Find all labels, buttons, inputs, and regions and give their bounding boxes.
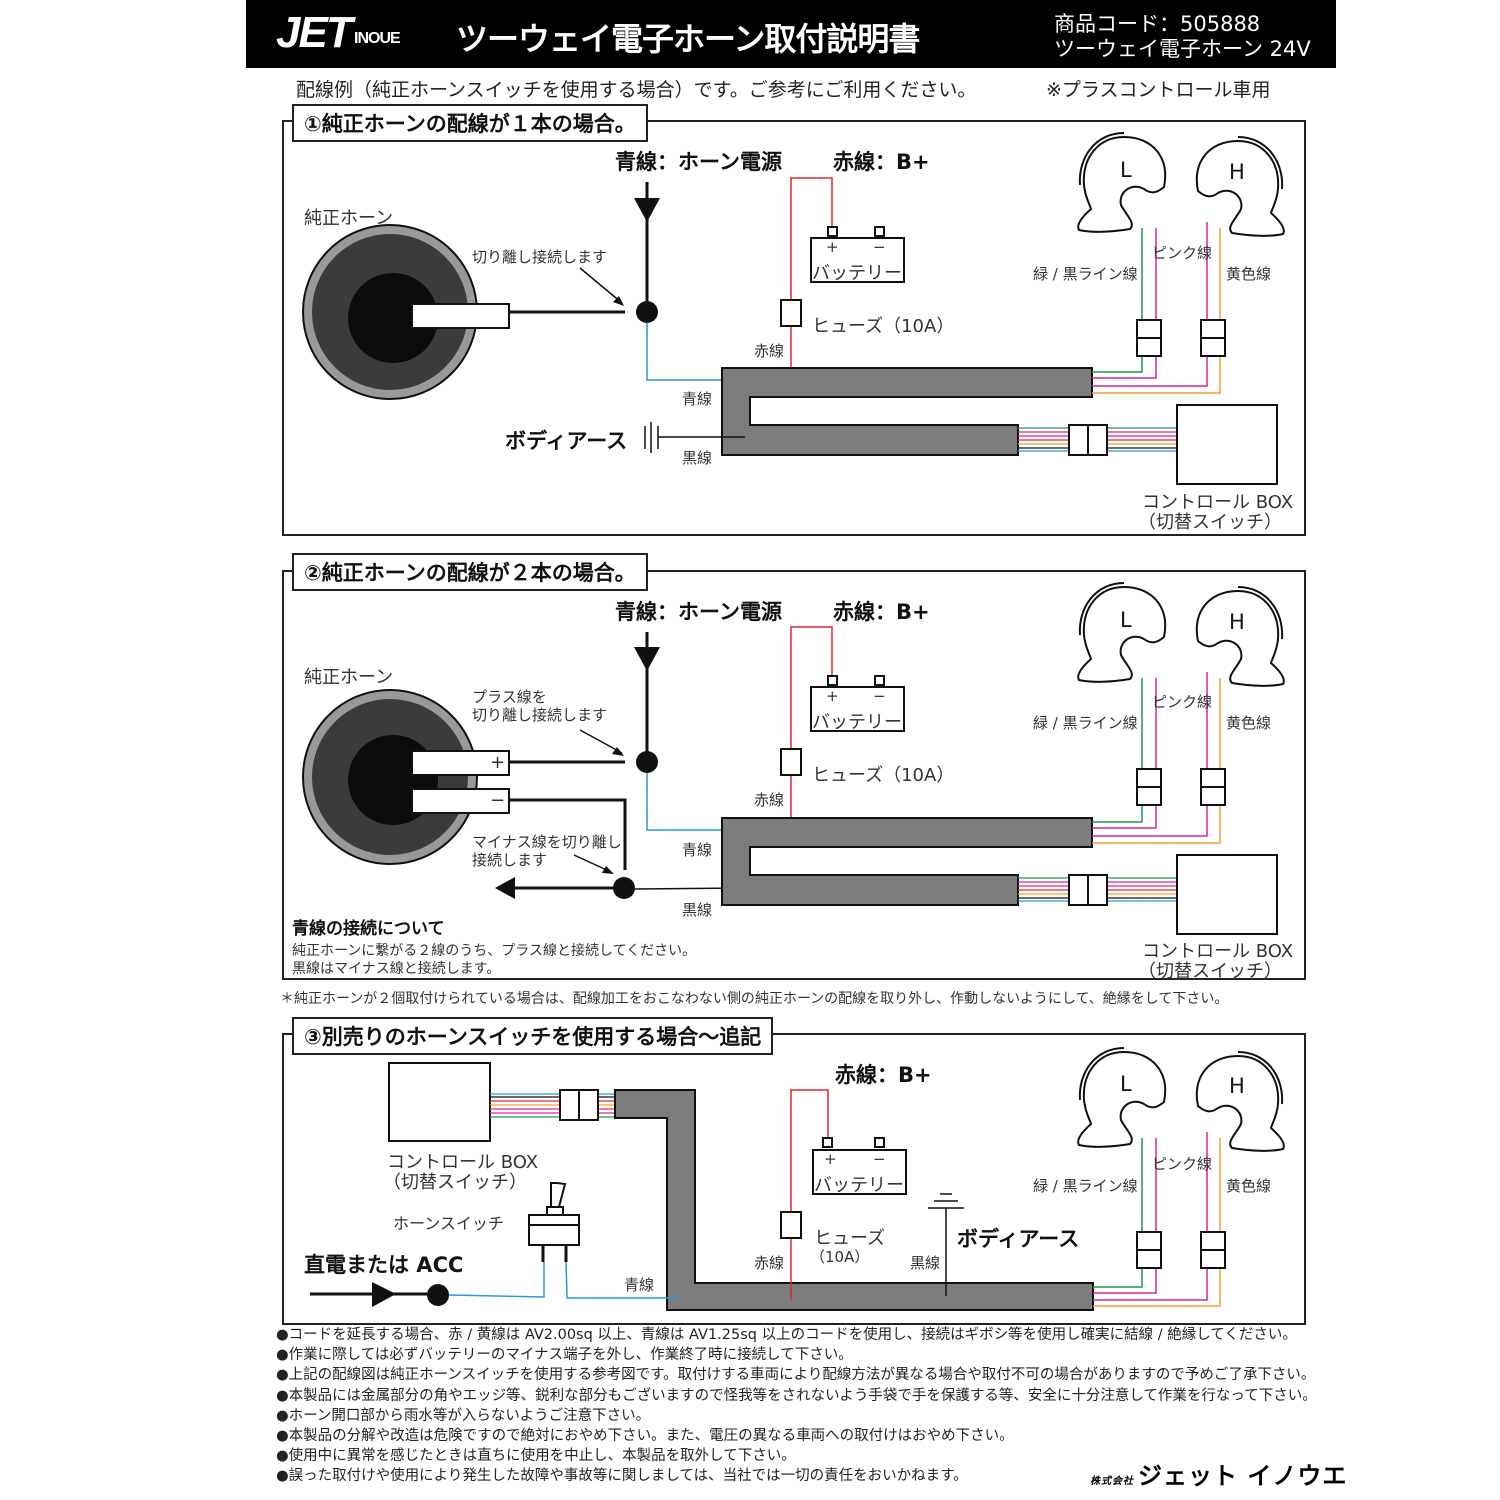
section1-graphics (302, 132, 1285, 485)
s3-horn-low: L (1120, 1072, 1132, 1096)
s2-minus-cut-2: 接続します (472, 851, 548, 869)
s1-control-box-sub: （切替スイッチ） (1138, 512, 1282, 533)
caution-item: ●誤った取付けや使用により発生した故障や事故等に関しましては、当社では一切の責任… (276, 1468, 968, 1485)
s2-fuse-label: ヒューズ（10A） (812, 765, 955, 786)
product-code: 商品コード：505888 (1054, 12, 1261, 36)
s2-blue-wire-label: 青線 (682, 841, 713, 859)
brand-logo: JET (276, 8, 353, 57)
s3-blue-wire-label: 青線 (624, 1276, 655, 1294)
s2-blue-note-line1: 純正ホーンに繋がる２線のうち、プラス線と接続してください。 (292, 943, 697, 959)
s1-control-box-label: コントロール BOX (1142, 492, 1294, 513)
s1-green-black-label: 緑 / 黒ライン線 (1033, 265, 1138, 283)
s1-stock-horn-label: 純正ホーン (304, 208, 394, 229)
caution-item: ●使用中に異常を感じたときは直ちに使用を中止し、本製品を取外して下さい。 (276, 1448, 796, 1465)
s3-fuse-label: ヒューズ (814, 1228, 886, 1249)
s2-control-box-sub: （切替スイッチ） (1138, 961, 1282, 982)
s2-red-b-plus-label: 赤線：B+ (833, 600, 930, 624)
s2-green-black-label: 緑 / 黒ライン線 (1033, 714, 1138, 732)
s3-red-b-plus-label: 赤線：B+ (835, 1063, 932, 1087)
s3-green-black-label: 緑 / 黒ライン線 (1033, 1177, 1138, 1195)
s1-battery-plus: + (826, 238, 839, 256)
s1-pink-label: ピンク線 (1152, 244, 1213, 262)
s2-red-wire-label: 赤線 (754, 791, 785, 809)
s3-black-wire-label: 黒線 (910, 1254, 941, 1272)
s2-yellow-label: 黄色線 (1226, 714, 1272, 732)
s1-blue-wire-label: 青線 (682, 390, 713, 408)
s1-red-b-plus-label: 赤線：B+ (833, 150, 930, 174)
caution-item: ●作業に際しては必ずバッテリーのマイナス端子を外し、作業終了時に接続して下さい。 (276, 1347, 853, 1364)
caution-item: ●コードを延長する場合、赤 / 黄線は AV2.00sq 以上、青線は AV1.… (276, 1327, 1297, 1343)
s3-control-box-sub: （切替スイッチ） (383, 1172, 527, 1193)
s1-body-ground-label: ボディアース (505, 429, 628, 453)
s2-battery-minus: − (873, 687, 886, 705)
s2-plus-terminal: + (490, 752, 506, 773)
section3-title: ③別売りのホーンスイッチを使用する場合〜追記 (292, 1017, 774, 1055)
section2-title: ②純正ホーンの配線が２本の場合。 (292, 553, 648, 591)
s2-battery-label: バッテリー (812, 712, 902, 733)
s2-minus-terminal: − (490, 790, 506, 811)
s1-horn-low: L (1120, 158, 1132, 182)
s2-blue-source-label: 青線：ホーン電源 (615, 600, 782, 624)
s2-blue-note-line2: 黒線はマイナス線と接続します。 (292, 961, 501, 977)
double-horn-note: ＊純正ホーンが２個取付けられている場合は、配線加工をおこなわない側の純正ホーンの… (280, 991, 1229, 1007)
brand-logo-sub: INOUE (354, 30, 401, 47)
s2-black-wire-label: 黒線 (682, 901, 713, 919)
section3-graphics (310, 1047, 1285, 1311)
caution-item: ●ホーン開口部から雨水等が入らないようご注意下さい。 (276, 1407, 651, 1424)
s1-blue-source-label: 青線：ホーン電源 (615, 150, 782, 174)
company-prefix: 株式会社 (1090, 1476, 1134, 1487)
company-logo: 株式会社ジェット イノウエ (1090, 1456, 1347, 1491)
s2-blue-note-title: 青線の接続について (292, 919, 445, 939)
section1-frame (282, 120, 1306, 536)
header-bar: JET INOUE ツーウェイ電子ホーン取付説明書 商品コード：505888 ツ… (246, 0, 1336, 68)
s1-horn-high: H (1229, 160, 1245, 184)
s3-battery-plus: + (824, 1150, 837, 1168)
intro-note: ※プラスコントロール車用 (1046, 79, 1271, 101)
s3-pink-label: ピンク線 (1152, 1155, 1213, 1173)
s2-stock-horn-label: 純正ホーン (304, 667, 394, 688)
s2-battery-plus: + (826, 687, 839, 705)
s2-horn-high: H (1229, 610, 1245, 634)
s3-red-wire-label: 赤線 (754, 1254, 785, 1272)
caution-item: ●本製品の分解や改造は危険ですので絶対におやめ下さい。また、電圧の異なる車両への… (276, 1428, 1014, 1445)
s3-fuse-sub: （10A） (810, 1248, 870, 1266)
s2-plus-cut-2: 切り離し接続します (472, 706, 608, 724)
s3-horn-high: H (1229, 1074, 1245, 1098)
s1-fuse-label: ヒューズ（10A） (812, 316, 955, 337)
caution-item: ●上記の配線図は純正ホーンスイッチを使用する参考図です。取付けする車両により配線… (276, 1367, 1316, 1384)
s2-plus-cut-1: プラス線を (472, 688, 547, 706)
s1-battery-label: バッテリー (812, 263, 902, 284)
company-name: ジェット イノウエ (1138, 1462, 1348, 1490)
s1-yellow-label: 黄色線 (1226, 265, 1272, 283)
s3-yellow-label: 黄色線 (1226, 1177, 1272, 1195)
s2-minus-cut-1: マイナス線を切り離し (472, 833, 622, 851)
section2-graphics (302, 582, 1285, 935)
page-title: ツーウェイ電子ホーン取付説明書 (456, 20, 920, 58)
s1-cut-connect-label: 切り離し接続します (472, 248, 608, 266)
s3-power-label: 直電または ACC (304, 1253, 464, 1277)
product-name: ツーウェイ電子ホーン 24V (1054, 37, 1311, 61)
caution-list: ●コードを延長する場合、赤 / 黄線は AV2.00sq 以上、青線は AV1.… (276, 1325, 1317, 1487)
s3-battery-minus: − (873, 1150, 886, 1168)
s3-battery-label: バッテリー (814, 1175, 904, 1196)
section1-title: ①純正ホーンの配線が１本の場合。 (292, 104, 648, 142)
s1-black-wire-label: 黒線 (682, 449, 713, 467)
section3-frame (282, 1033, 1306, 1325)
s2-horn-low: L (1120, 608, 1132, 632)
s1-red-wire-label: 赤線 (754, 342, 785, 360)
s2-control-box-label: コントロール BOX (1142, 941, 1294, 962)
s1-battery-minus: − (873, 238, 886, 256)
s2-pink-label: ピンク線 (1152, 693, 1213, 711)
intro-text: 配線例（純正ホーンスイッチを使用する場合）です。ご参考にご利用ください。 (296, 79, 977, 101)
section2-frame (282, 570, 1306, 980)
s3-control-box-label: コントロール BOX (387, 1152, 539, 1173)
s3-horn-switch-label: ホーンスイッチ (393, 1214, 504, 1233)
caution-item: ●本製品には金属部分の角やエッジ等、鋭利な部分もございますので怪我等をされないよ… (276, 1387, 1317, 1404)
s3-body-ground-label: ボディアース (957, 1227, 1080, 1251)
